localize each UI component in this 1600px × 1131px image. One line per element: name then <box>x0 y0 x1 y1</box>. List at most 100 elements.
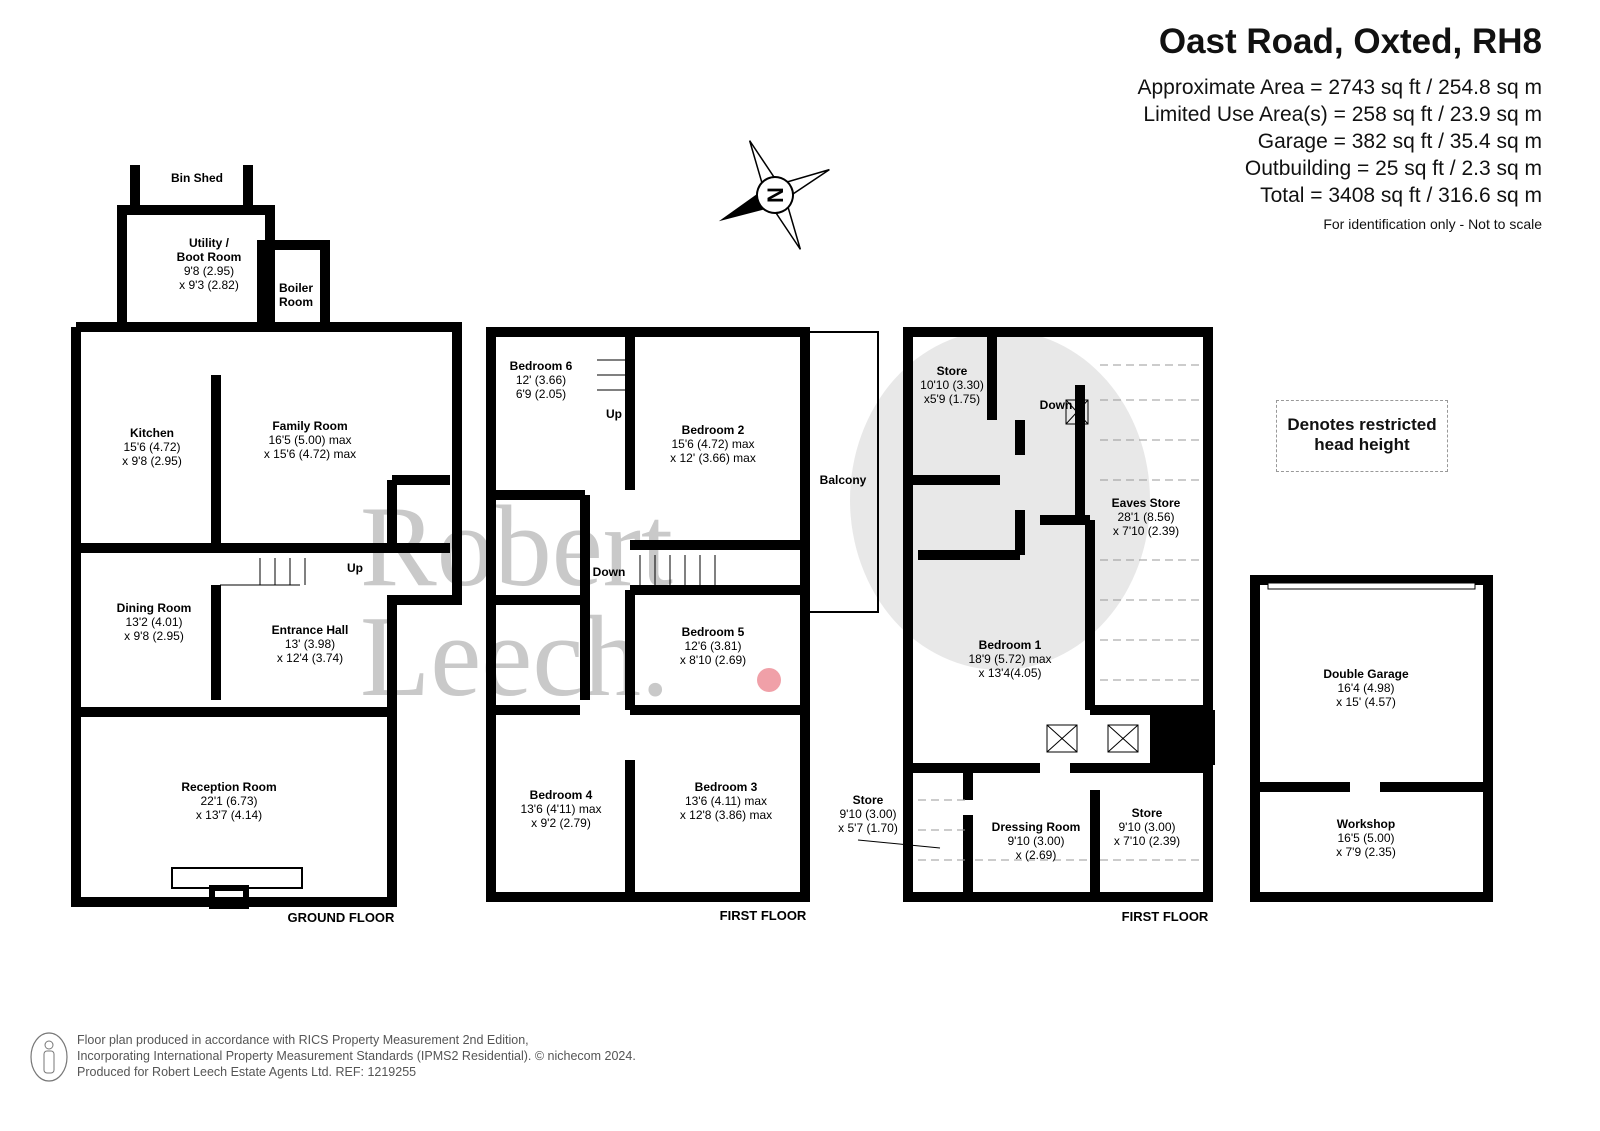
room-dimensions: x 15'6 (4.72) max <box>264 447 356 461</box>
room-name: Entrance Hall <box>272 623 349 637</box>
room-name: Store <box>853 793 884 807</box>
footer-line1: Floor plan produced in accordance with R… <box>77 1033 529 1047</box>
room-name: Reception Room <box>181 780 276 794</box>
room-dimensions: 9'8 (2.95) <box>184 264 234 278</box>
room-name: Store <box>1132 806 1163 820</box>
room-name: Room <box>279 295 313 309</box>
watermark-dot <box>757 668 781 692</box>
room-name: Bedroom 3 <box>695 780 758 794</box>
room-name: Dressing Room <box>992 820 1081 834</box>
room-dimensions: x (2.69) <box>1016 848 1057 862</box>
floor-label: FIRST FLOOR <box>1122 909 1209 924</box>
room-dimensions: x 13'7 (4.14) <box>196 808 262 822</box>
compass-label: N <box>763 187 788 203</box>
room-dimensions: 28'1 (8.56) <box>1118 510 1175 524</box>
ground-floor-walls <box>71 165 462 909</box>
room-name: Dining Room <box>117 601 192 615</box>
garage-walls <box>1250 575 1493 902</box>
compass-icon: N <box>718 140 830 250</box>
room-name: Boot Room <box>177 250 242 264</box>
room-dimensions: x 12'8 (3.86) max <box>680 808 772 822</box>
stair-direction-label: Down <box>1040 398 1073 412</box>
room-dimensions: 12'6 (3.81) <box>685 639 742 653</box>
room-dimensions: 9'10 (3.00) <box>1119 820 1176 834</box>
room-dimensions: x 9'3 (2.82) <box>179 278 239 292</box>
floor-label: GROUND FLOOR <box>288 910 395 925</box>
attic-walls <box>903 327 1215 902</box>
room-dimensions: x 7'10 (2.39) <box>1114 834 1180 848</box>
skylights <box>1046 399 1139 753</box>
room-name: Bedroom 4 <box>530 788 593 802</box>
room-dimensions: 9'10 (3.00) <box>1008 834 1065 848</box>
room-dimensions: x 9'8 (2.95) <box>124 629 184 643</box>
room-name: Balcony <box>820 473 867 487</box>
floor-label: FIRST FLOOR <box>720 908 807 923</box>
room-dimensions: 9'10 (3.00) <box>840 807 897 821</box>
room-dimensions: 13'6 (4'11) max <box>520 802 601 816</box>
room-dimensions: 16'5 (5.00) max <box>269 433 352 447</box>
legend-line1: Denotes restricted <box>1287 415 1437 434</box>
room-dimensions: 22'1 (6.73) <box>201 794 258 808</box>
room-name: Utility / <box>189 236 230 250</box>
room-dimensions: x 8'10 (2.69) <box>680 653 746 667</box>
area-limited-use: Limited Use Area(s) = 258 sq ft / 23.9 s… <box>1143 103 1542 126</box>
room-dimensions: x 12'4 (3.74) <box>277 651 343 665</box>
oak-leaf-watermark <box>850 330 1150 670</box>
stair-direction-label: Up <box>606 407 622 421</box>
room-dimensions: 15'6 (4.72) <box>124 440 181 454</box>
footer-line3: Produced for Robert Leech Estate Agents … <box>77 1065 417 1079</box>
stair-direction-label: Down <box>593 565 626 579</box>
room-name: Bedroom 1 <box>979 638 1042 652</box>
watermark-line2: Leech. <box>360 593 670 720</box>
person-scale-icon <box>30 1032 68 1082</box>
room-name: Bin Shed <box>171 171 223 185</box>
area-garage: Garage = 382 sq ft / 35.4 sq m <box>1257 130 1542 153</box>
stair-direction-label: Up <box>347 561 363 575</box>
room-dimensions: 13'2 (4.01) <box>126 615 183 629</box>
area-outbuilding: Outbuilding = 25 sq ft / 2.3 sq m <box>1244 157 1542 180</box>
room-dimensions: x 13'4(4.05) <box>979 666 1042 680</box>
room-dimensions: x 7'10 (2.39) <box>1113 524 1179 538</box>
room-dimensions: x 12' (3.66) max <box>670 451 756 465</box>
room-dimensions: 10'10 (3.30) <box>920 378 984 392</box>
room-dimensions: 12' (3.66) <box>516 373 566 387</box>
restricted-height-legend: Denotes restricted head height <box>1276 400 1448 472</box>
first-floor-stairs <box>597 359 716 588</box>
room-dimensions: x 15' (4.57) <box>1336 695 1396 709</box>
first-floor-walls <box>486 327 879 902</box>
room-name: Bedroom 5 <box>682 625 745 639</box>
room-name: Kitchen <box>130 426 174 440</box>
room-dimensions: 16'4 (4.98) <box>1338 681 1395 695</box>
room-name: Store <box>937 364 968 378</box>
ground-stairs <box>220 558 306 586</box>
room-name: Bedroom 2 <box>682 423 745 437</box>
room-dimensions: 16'5 (5.00) <box>1338 831 1395 845</box>
room-name: Family Room <box>272 419 347 433</box>
room-dimensions: x 9'8 (2.95) <box>122 454 182 468</box>
property-title: Oast Road, Oxted, RH8 <box>1158 22 1542 61</box>
room-dimensions: 6'9 (2.05) <box>516 387 566 401</box>
room-name: Double Garage <box>1323 667 1409 681</box>
room-dimensions: x 9'2 (2.79) <box>531 816 591 830</box>
garage-door <box>1267 582 1476 590</box>
room-name: Eaves Store <box>1112 496 1181 510</box>
room-name: Workshop <box>1337 817 1395 831</box>
legend-line2: head height <box>1314 435 1410 454</box>
room-name: Bedroom 6 <box>510 359 573 373</box>
room-name: Boiler <box>279 281 313 295</box>
room-dimensions: x 7'9 (2.35) <box>1336 845 1396 859</box>
footer: Floor plan produced in accordance with R… <box>77 1032 636 1080</box>
scale-note: For identification only - Not to scale <box>1323 216 1542 232</box>
store-pointer-arrow <box>857 839 941 849</box>
footer-line2: Incorporating International Property Mea… <box>77 1049 636 1063</box>
room-dimensions: 13' (3.98) <box>285 637 335 651</box>
restricted-height-hatching <box>918 364 1200 861</box>
room-dimensions: 18'9 (5.72) max <box>969 652 1052 666</box>
room-dimensions: 15'6 (4.72) max <box>672 437 755 451</box>
room-dimensions: 13'6 (4.11) max <box>685 794 767 808</box>
room-dimensions: x5'9 (1.75) <box>924 392 980 406</box>
room-dimensions: x 5'7 (1.70) <box>838 821 898 835</box>
area-total: Total = 3408 sq ft / 316.6 sq m <box>1260 184 1542 207</box>
